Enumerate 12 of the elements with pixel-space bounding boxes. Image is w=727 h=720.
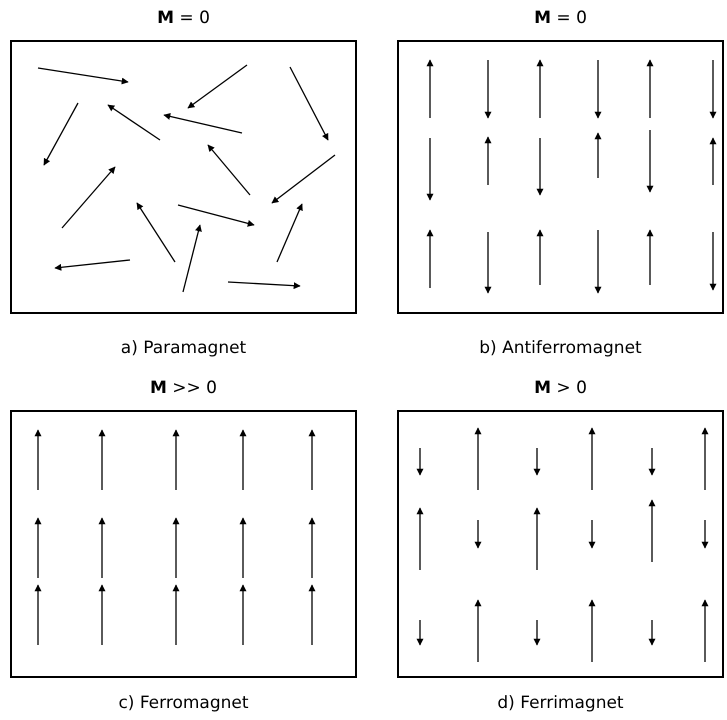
panel-title: M = 0 [157, 8, 210, 28]
panel-caption: b) Antiferromagnet [479, 338, 642, 358]
panel-caption: d) Ferrimagnet [497, 693, 624, 713]
panel-caption: a) Paramagnet [120, 338, 246, 358]
panel-box [397, 410, 724, 678]
panel-box [397, 40, 724, 314]
panel-title: M = 0 [534, 8, 587, 28]
panel-box [10, 410, 357, 678]
panel-caption: c) Ferromagnet [118, 693, 249, 713]
panel-box [10, 40, 357, 314]
panel-title: M >> 0 [150, 378, 218, 398]
panel-title: M > 0 [534, 378, 587, 398]
